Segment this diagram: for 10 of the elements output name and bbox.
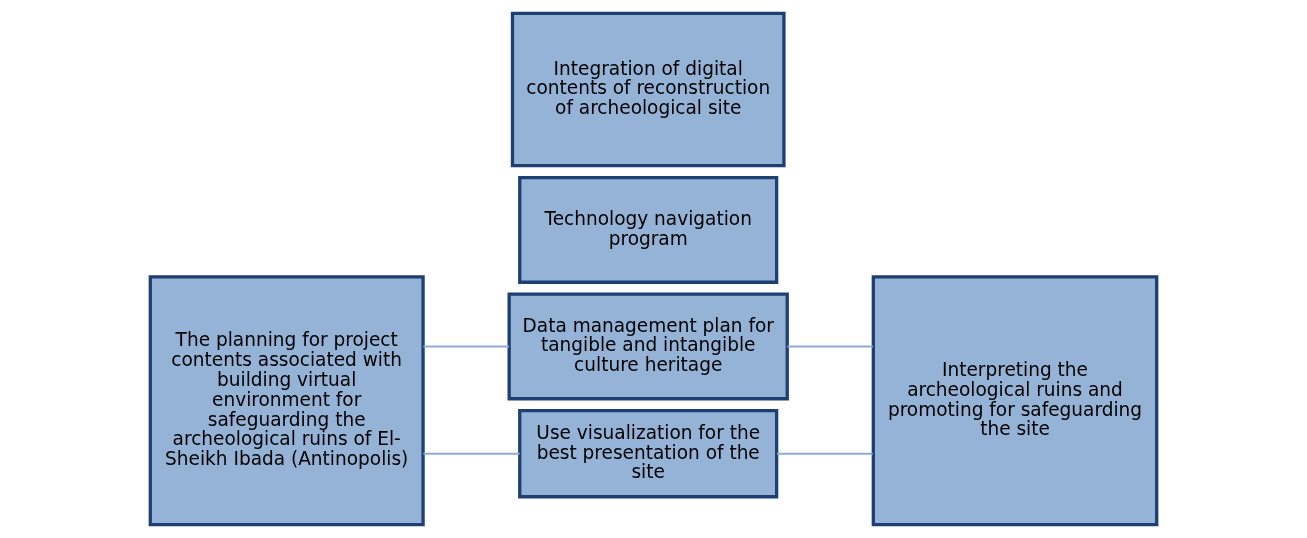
connector — [422, 452, 521, 455]
connector — [786, 345, 874, 348]
connector — [776, 452, 874, 455]
node-box: Data management plan for tangible and intangible culture heritage — [507, 292, 789, 401]
connector — [422, 345, 510, 348]
node-box: Interpreting the archeological ruins and promoting for safeguarding the site — [871, 275, 1159, 527]
node-box: The planning for project contents associated with building virtual environment for safeguarding the archeological ruins of El-Sheikh Ibada (Antinopolis) — [148, 275, 425, 527]
node-box: Technology navigation program — [518, 175, 779, 284]
node-box: Integration of digital contents of reconstruction of archeological site — [510, 11, 786, 168]
node-box: Use visualization for the best presentation of the site — [518, 409, 779, 499]
